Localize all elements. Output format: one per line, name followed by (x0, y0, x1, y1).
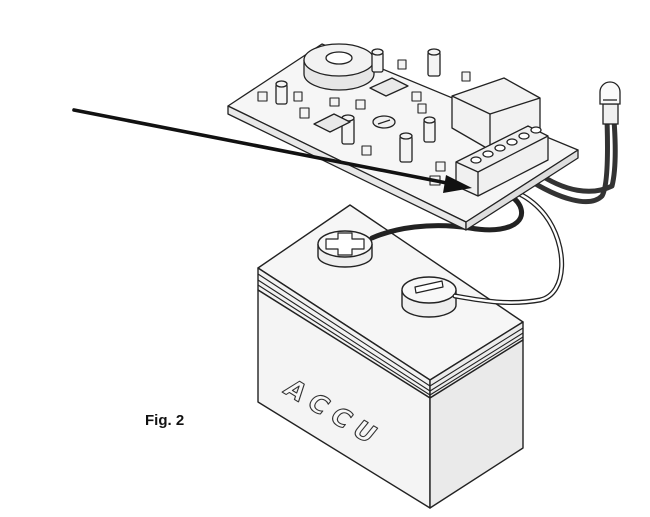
minus-icon (414, 280, 444, 294)
led-wire-a (523, 117, 610, 205)
figure-caption: Fig. 2 (145, 412, 185, 429)
terminal-block (455, 125, 549, 197)
plus-icon (325, 232, 365, 256)
negative-terminal (401, 276, 457, 318)
wires (369, 117, 618, 306)
terminal-screws (470, 126, 542, 164)
arrow-icon (443, 175, 472, 193)
capacitor (399, 132, 413, 163)
led-dome (599, 81, 621, 105)
capacitor (427, 48, 441, 77)
battery-ribs (257, 273, 524, 396)
pointer-arrow (72, 108, 472, 193)
capacitor (423, 116, 436, 143)
capacitor (371, 48, 384, 73)
pcb-edge-right (465, 149, 579, 231)
buzzer (303, 43, 375, 91)
capacitors (275, 48, 441, 163)
led-wire-b (533, 117, 618, 194)
led (599, 81, 621, 125)
positive-terminal (317, 230, 373, 268)
ic-chip (369, 77, 409, 97)
ic-chips (313, 77, 409, 133)
battery: ACCU (257, 204, 524, 509)
trimmer (372, 115, 396, 129)
negative-wire-fill (453, 187, 563, 304)
capacitor (275, 80, 288, 105)
ic-chip (313, 113, 351, 133)
arrow-shaft (72, 108, 454, 186)
led-collar (602, 103, 619, 125)
circuit-board (227, 43, 579, 231)
battery-body-side (429, 339, 524, 509)
